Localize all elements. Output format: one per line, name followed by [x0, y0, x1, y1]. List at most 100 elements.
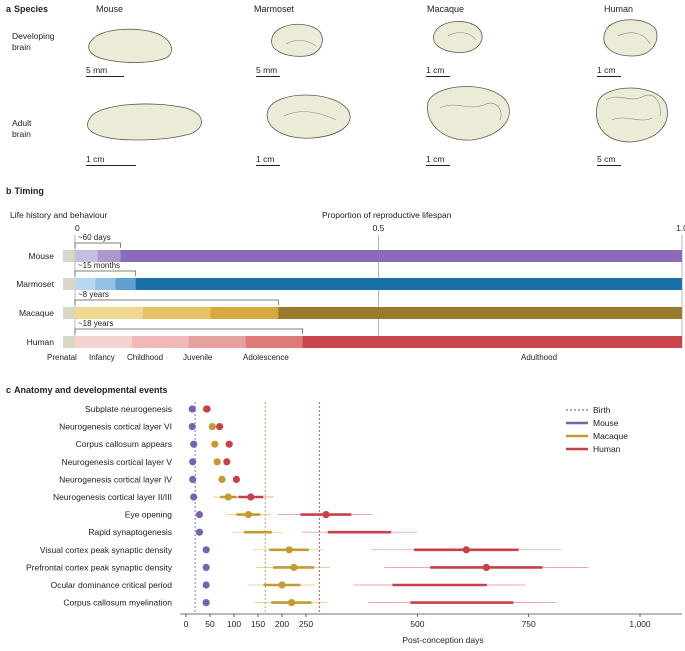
age-bracket [74, 242, 121, 248]
mouse-point [190, 440, 198, 448]
human-point [232, 475, 240, 483]
mouse-point [188, 423, 196, 431]
age-bracket-label: ~18 years [78, 319, 113, 328]
scale-bar-human-adult [597, 165, 621, 166]
event-label: Prefrontal cortex peak synaptic density [26, 562, 173, 572]
adult-segment [278, 307, 682, 319]
row-label-developing: Developing brain [12, 31, 55, 52]
age-bracket [74, 328, 303, 334]
prenatal-segment [63, 307, 75, 319]
adult-segment [120, 250, 682, 262]
mouse-point [190, 493, 198, 501]
x-tick-label: 50 [205, 619, 215, 629]
juvenile-segment [210, 307, 279, 319]
macaque-point [285, 546, 293, 554]
macaque-dev-brain [433, 21, 483, 53]
prenatal-segment [63, 336, 75, 348]
juvenile-segment [75, 336, 133, 348]
stage-label: Prenatal [47, 353, 77, 362]
juvenile-segment [131, 336, 190, 348]
species-row-label: Marmoset [16, 279, 54, 289]
x-tick-label: 150 [251, 619, 265, 629]
scale-label-macaque-dev: 1 cm [426, 65, 445, 75]
event-label: Neurogenesis cortical layer II/III [53, 492, 172, 502]
stage-label: Adulthood [521, 353, 557, 362]
juvenile-segment [115, 278, 136, 290]
row-label-adult: Adult brain [12, 118, 32, 139]
scale-label-human-dev: 1 cm [597, 65, 616, 75]
event-label: Visual cortex peak synaptic density [40, 545, 173, 555]
macaque-point [224, 493, 232, 501]
legend-label: Human [593, 444, 621, 454]
brain-illustrations [87, 19, 668, 143]
adult-segment [302, 336, 682, 348]
age-bracket [74, 270, 137, 276]
macaque-point [218, 475, 226, 483]
juvenile-segment [245, 336, 303, 348]
event-label: Rapid synaptogenesis [88, 527, 172, 537]
mouse-dev-brain [88, 28, 172, 63]
juvenile-segment [75, 278, 96, 290]
mouse-point [202, 599, 210, 607]
panel-b-subtitle: Life history and behaviour [10, 210, 108, 220]
mouse-point [195, 511, 204, 519]
juvenile-segment [75, 307, 144, 319]
x-tick-label: 200 [275, 619, 289, 629]
scale-bar-macaque-adult [426, 165, 450, 166]
mouse-point [189, 475, 197, 483]
human-adult-brain [596, 87, 668, 143]
scale-label-marmoset-dev: 5 mm [256, 65, 278, 75]
scale-bar-mouse-dev [86, 76, 124, 77]
macaque-point [278, 581, 286, 589]
legend-label: Mouse [593, 418, 619, 428]
stage-label: Infancy [89, 353, 115, 362]
x-tick-label: 1,000 [629, 619, 651, 629]
scale-bar-marmoset-dev [256, 76, 280, 77]
macaque-point [213, 458, 221, 466]
event-label: Corpus callosum myelination [63, 598, 172, 608]
species-label-macaque: Macaque [427, 4, 465, 14]
x-tick-label: 500 [410, 619, 424, 629]
event-label: Corpus callosum appears [76, 439, 172, 449]
scale-bar-human-dev [597, 76, 621, 77]
mouse-point [195, 528, 204, 536]
mouse-point [189, 458, 197, 466]
macaque-point [208, 423, 216, 431]
event-label: Neurogenesis cortical layer VI [59, 422, 172, 432]
panel-b-axis-title: Proportion of reproductive lifespan [322, 210, 452, 220]
age-bracket-label: ~60 days [78, 233, 111, 242]
human-point [223, 458, 231, 466]
x-axis-title: Post-conception days [402, 635, 483, 645]
prenatal-segment [63, 278, 75, 290]
human-point [247, 493, 255, 501]
tick-label: 0 [75, 223, 80, 233]
adult-segment [135, 278, 682, 290]
age-bracket [74, 299, 279, 305]
species-label-mouse: Mouse [96, 4, 124, 14]
legend-label: Birth [593, 405, 611, 415]
event-label: Eye opening [125, 510, 173, 520]
mouse-point [202, 546, 210, 554]
macaque-point [244, 511, 252, 519]
human-point [203, 405, 211, 413]
scale-label-marmoset-adult: 1 cm [256, 154, 275, 164]
human-point [462, 546, 470, 554]
event-label: Subplate neurogenesis [85, 404, 172, 414]
macaque-adult-brain [427, 86, 510, 141]
human-point [482, 563, 490, 571]
macaque-point [288, 599, 296, 607]
species-row-label: Human [27, 337, 55, 347]
scale-label-macaque-adult: 1 cm [426, 154, 445, 164]
mouse-point [202, 563, 210, 571]
prenatal-segment [63, 250, 75, 262]
x-tick-label: 100 [227, 619, 241, 629]
species-row-label: Mouse [28, 251, 54, 261]
human-dev-brain [603, 19, 658, 57]
tick-label: 0.5 [373, 223, 385, 233]
mouse-adult-brain [87, 103, 202, 141]
scale-label-mouse-adult: 1 cm [86, 154, 105, 164]
